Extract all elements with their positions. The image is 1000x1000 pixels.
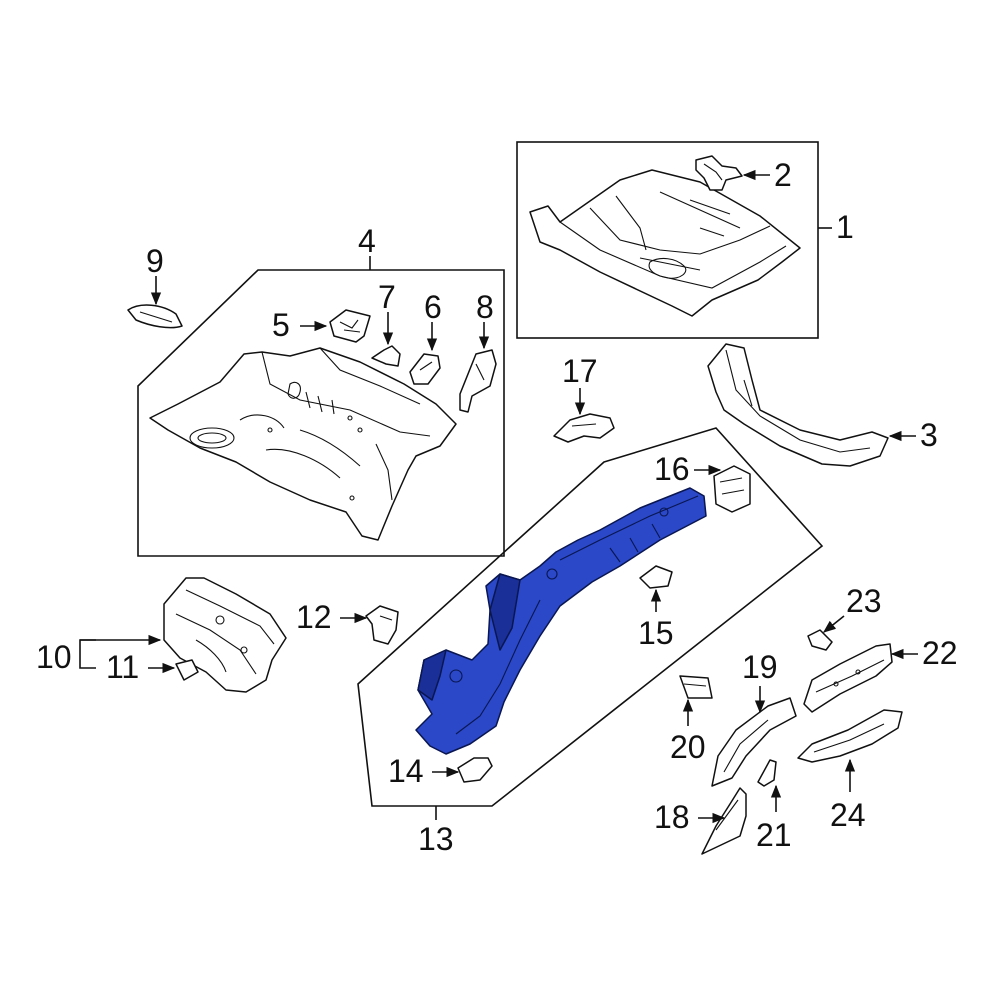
callout-22[interactable]: 22 xyxy=(922,635,958,671)
leader-23 xyxy=(823,615,845,633)
callout-4[interactable]: 4 xyxy=(358,223,376,259)
callout-1[interactable]: 1 xyxy=(836,209,854,245)
callout-17[interactable]: 17 xyxy=(562,353,598,389)
bracket-20[interactable] xyxy=(679,675,713,699)
callout-12[interactable]: 12 xyxy=(296,599,332,635)
callout-6[interactable]: 6 xyxy=(424,289,442,325)
callout-20[interactable]: 20 xyxy=(670,729,706,765)
bracket-7[interactable] xyxy=(371,345,401,367)
group-box-13 xyxy=(357,427,824,807)
callout-14[interactable]: 14 xyxy=(388,753,424,789)
callout-19[interactable]: 19 xyxy=(742,649,778,685)
bracket-5[interactable] xyxy=(329,309,371,343)
bracket-2[interactable] xyxy=(695,155,743,191)
callout-5[interactable]: 5 xyxy=(272,307,290,343)
bracket-14[interactable] xyxy=(457,757,493,783)
wheelhouse-extension-24[interactable] xyxy=(797,709,903,763)
panel-19[interactable] xyxy=(711,697,797,787)
bracket-6[interactable] xyxy=(409,353,441,385)
callout-11[interactable]: 11 xyxy=(106,649,139,685)
rear-floor-pan[interactable] xyxy=(529,169,801,317)
bracket-23[interactable] xyxy=(807,629,833,651)
callout-23[interactable]: 23 xyxy=(846,583,882,619)
bracket-11[interactable] xyxy=(175,659,199,681)
plate-9[interactable] xyxy=(127,304,183,329)
callout-9[interactable]: 9 xyxy=(146,243,164,279)
callout-15[interactable]: 15 xyxy=(638,615,674,651)
callout-16[interactable]: 16 xyxy=(654,451,690,487)
callout-7[interactable]: 7 xyxy=(378,279,396,315)
rear-crossmember[interactable] xyxy=(707,343,889,467)
extension-18[interactable] xyxy=(701,787,747,855)
reinforcement-22[interactable] xyxy=(803,643,893,713)
rear-side-member-highlighted[interactable] xyxy=(415,487,707,755)
bracket-21[interactable] xyxy=(757,759,777,787)
callout-18[interactable]: 18 xyxy=(654,799,690,835)
reinforcement-8[interactable] xyxy=(459,349,497,413)
callout-21[interactable]: 21 xyxy=(756,817,792,853)
bracket-17[interactable] xyxy=(553,413,615,443)
center-floor-pan[interactable] xyxy=(149,347,457,541)
group-box-1 xyxy=(516,141,819,339)
callout-2[interactable]: 2 xyxy=(774,157,792,193)
bracket-16[interactable] xyxy=(713,465,751,513)
leader-10-bracket xyxy=(79,639,96,669)
callout-8[interactable]: 8 xyxy=(476,289,494,325)
callout-24[interactable]: 24 xyxy=(830,797,866,833)
callout-3[interactable]: 3 xyxy=(920,417,938,453)
callout-13[interactable]: 13 xyxy=(418,821,454,857)
bracket-15[interactable] xyxy=(639,565,673,589)
bracket-12[interactable] xyxy=(365,605,399,645)
group-box-4 xyxy=(137,269,505,557)
callout-10[interactable]: 10 xyxy=(36,639,72,675)
